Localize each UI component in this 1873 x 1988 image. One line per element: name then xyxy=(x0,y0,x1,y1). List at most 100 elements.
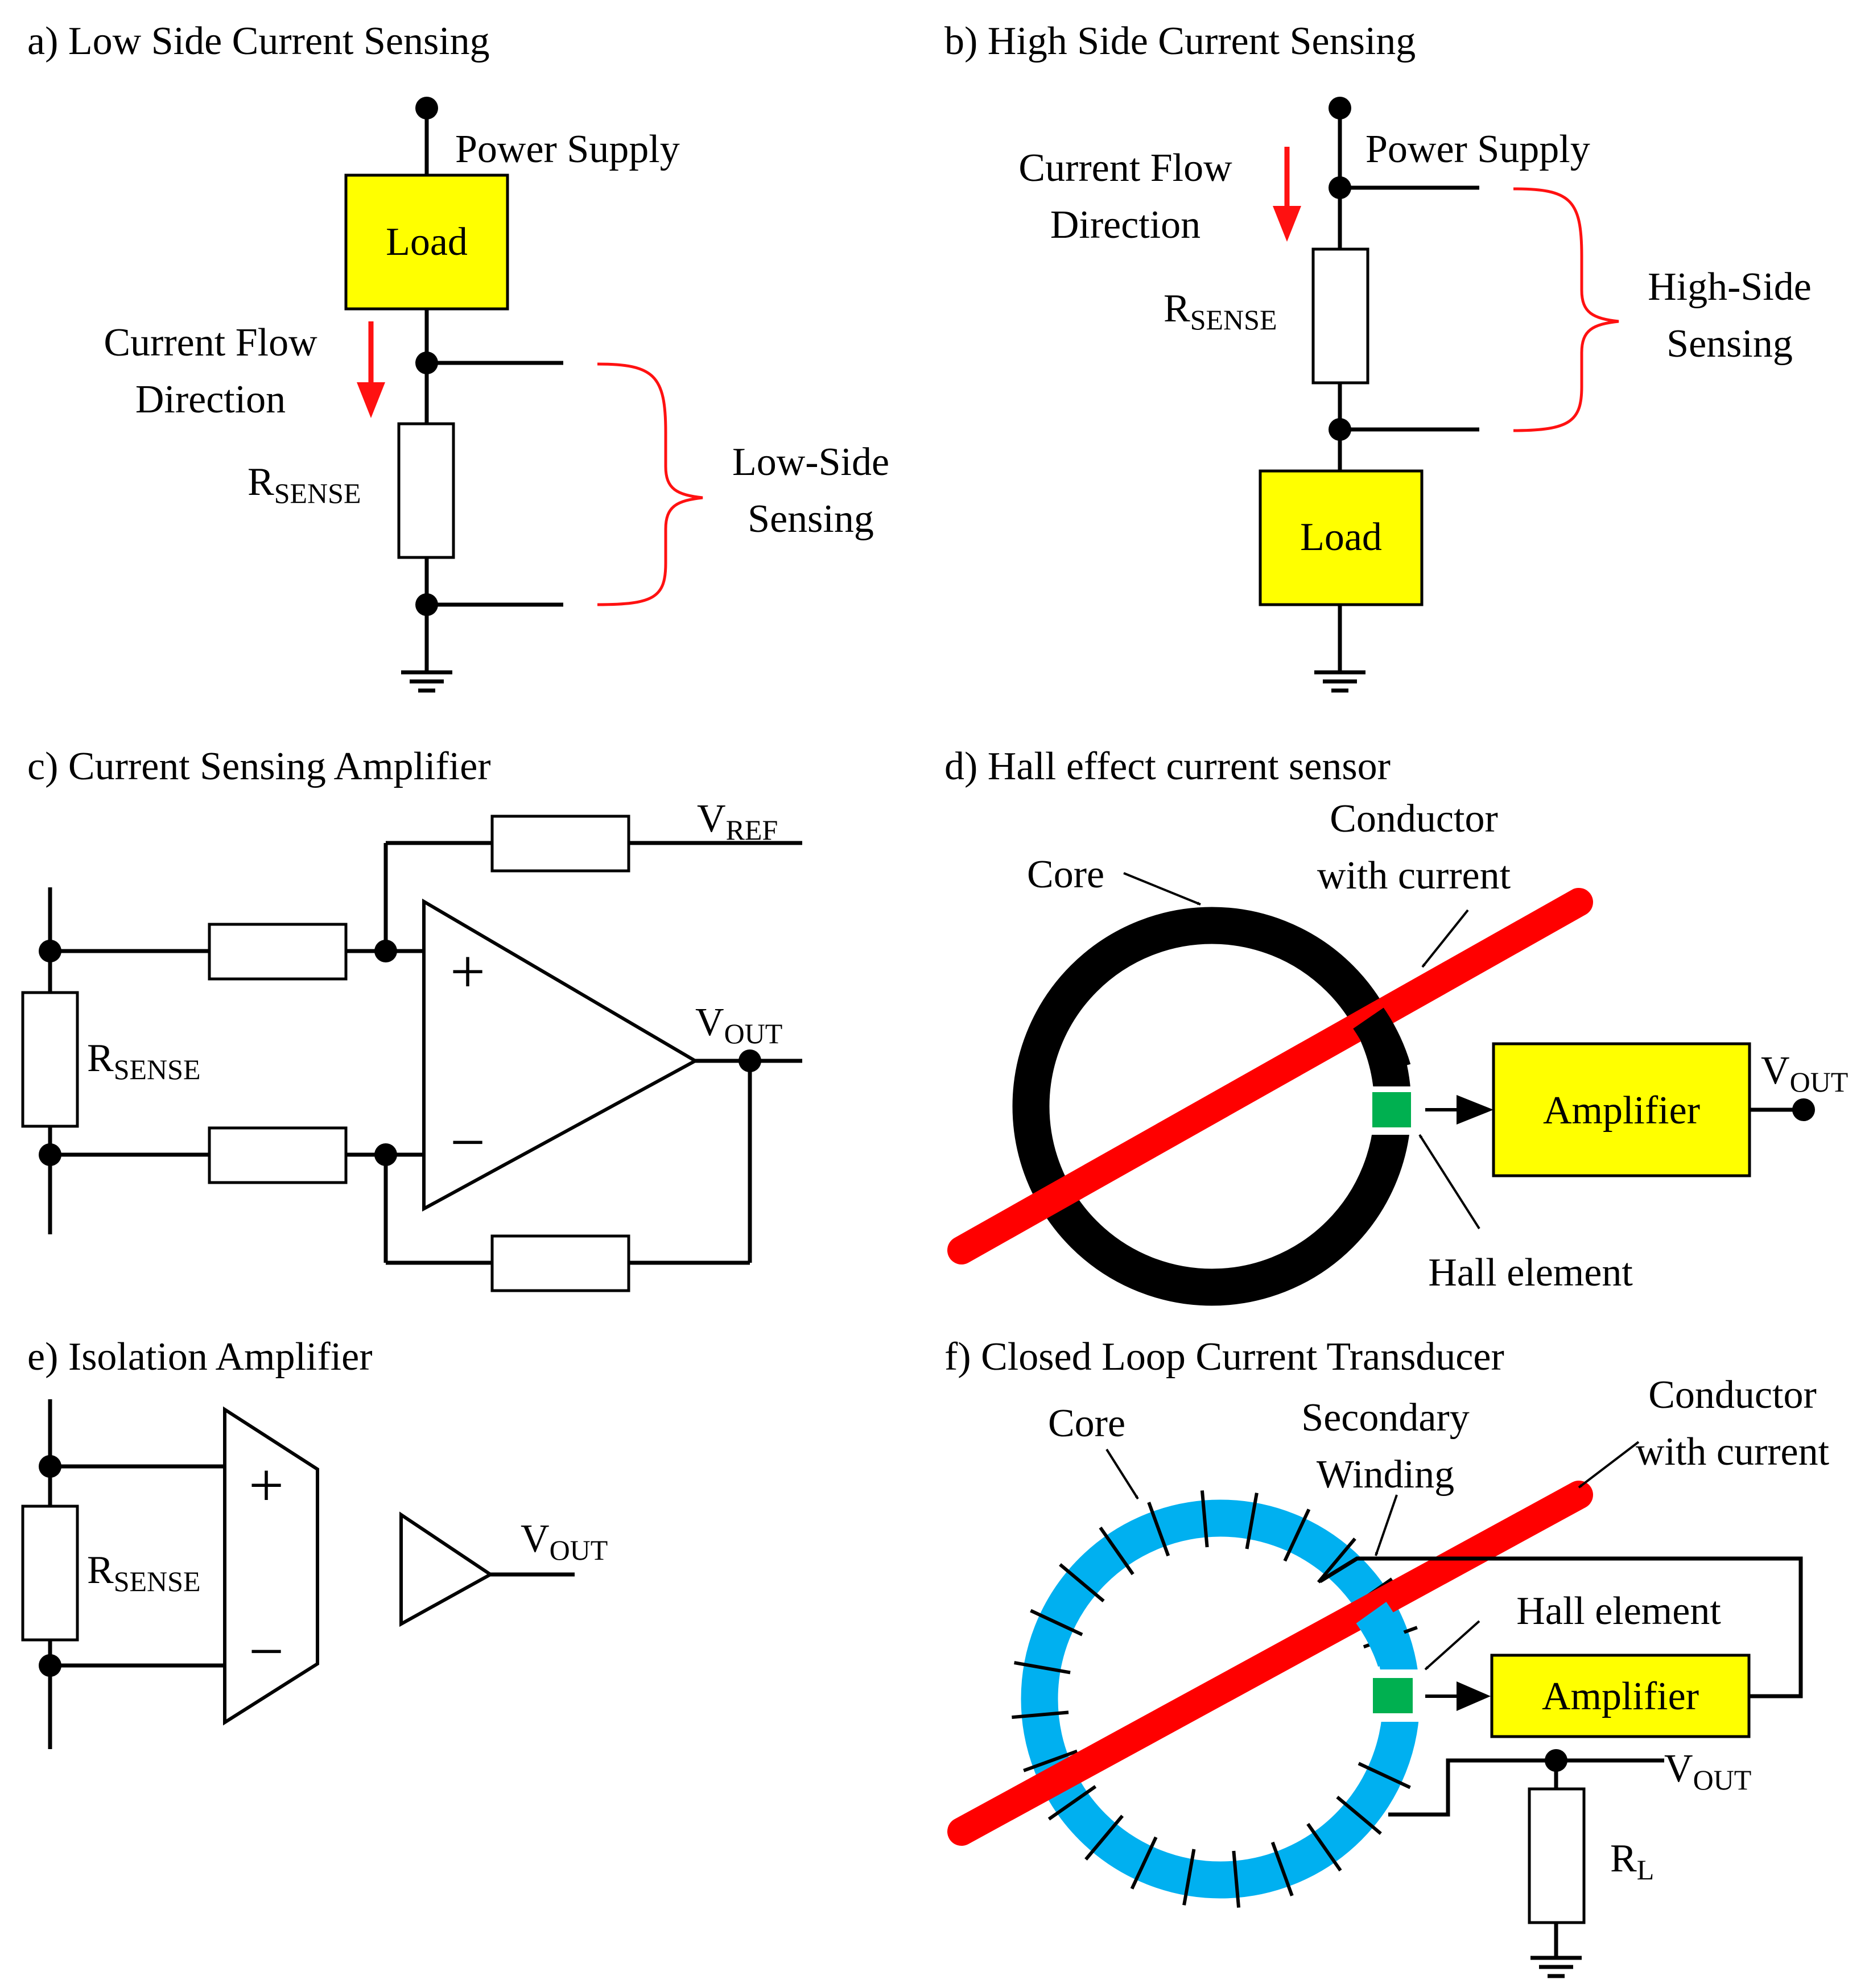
winding-turn xyxy=(1130,1836,1158,1890)
amplifier-label: Amplifier xyxy=(1543,1089,1700,1133)
core-front-arc xyxy=(1352,1007,1411,1075)
hall-element xyxy=(1372,1092,1411,1127)
minus-sign: − xyxy=(450,1107,485,1177)
winding-turn xyxy=(1232,1850,1241,1908)
rsense-label: RSENSE xyxy=(247,460,361,509)
core-label: Core xyxy=(1048,1402,1125,1445)
input-resistor-bottom xyxy=(208,1126,348,1184)
winding-turn xyxy=(1047,1785,1097,1821)
winding-turn xyxy=(1270,1841,1294,1896)
power-supply-label: Power Supply xyxy=(1365,127,1590,171)
current-direction-label: Direction xyxy=(135,378,286,421)
winding-turn xyxy=(1358,1762,1411,1789)
conductor-bar xyxy=(947,888,1593,1264)
load-label: Load xyxy=(386,220,468,264)
vout-label: VOUT xyxy=(521,1517,608,1566)
hall-element-label: Hall element xyxy=(1516,1589,1721,1633)
amplifier-box xyxy=(1492,1042,1751,1177)
ground-icon xyxy=(401,670,452,693)
conductor-label-2: with current xyxy=(1317,854,1511,898)
panel-a-title: a) Low Side Current Sensing xyxy=(27,19,490,63)
plus-sign: + xyxy=(249,1450,284,1520)
core-label: Core xyxy=(1027,853,1104,896)
output-buffer xyxy=(399,1511,494,1627)
load-box xyxy=(1259,469,1424,606)
current-direction-label: Direction xyxy=(1050,203,1200,247)
panel-b-title: b) High Side Current Sensing xyxy=(944,19,1416,63)
hall-element xyxy=(1373,1678,1413,1713)
winding-turn xyxy=(1059,1563,1105,1603)
winding-turn xyxy=(1283,1508,1311,1562)
vref-label: VREF xyxy=(697,797,778,846)
brace-icon xyxy=(597,362,703,606)
winding-turn xyxy=(1084,1815,1124,1861)
hall-pointer-icon xyxy=(1424,1620,1480,1671)
input-resistor-top xyxy=(208,923,348,981)
panel-e-title: e) Isolation Amplifier xyxy=(27,1335,373,1379)
vout-label: VOUT xyxy=(1761,1049,1848,1098)
winding-turn xyxy=(1182,1849,1196,1906)
core-pointer-icon xyxy=(1123,872,1201,906)
low-side-label: Low-Side xyxy=(732,440,889,484)
output-wire xyxy=(1388,1758,1664,1817)
output-node xyxy=(1792,1098,1815,1121)
load-label: Load xyxy=(1300,515,1382,559)
panel-e: e) Isolation Amplifier RSENSE + − VOUT xyxy=(21,1335,608,1749)
feedback-wire xyxy=(1319,1556,1803,1698)
panel-f-title: f) Closed Loop Current Transducer xyxy=(944,1335,1504,1379)
sensing-label: Sensing xyxy=(1666,322,1793,366)
conductor-label-2: with current xyxy=(1636,1430,1830,1474)
ground-icon xyxy=(1530,1956,1582,1978)
conductor-bar xyxy=(947,1481,1593,1846)
winding-turn xyxy=(1336,1795,1382,1835)
vout-label: VOUT xyxy=(695,1001,782,1049)
isolation-block xyxy=(223,1406,319,1726)
supply-node xyxy=(415,97,438,119)
signal-arrow-icon xyxy=(1457,1681,1491,1711)
amplifier-box xyxy=(1490,1654,1751,1738)
minus-sign: − xyxy=(249,1617,284,1686)
power-supply-label: Power Supply xyxy=(455,127,680,171)
current-flow-label: Current Flow xyxy=(104,321,317,365)
rsense-resistor xyxy=(1311,247,1369,385)
rsense-resistor xyxy=(21,991,79,1128)
secondary-label: Secondary xyxy=(1301,1396,1469,1440)
conductor-label-1: Conductor xyxy=(1648,1373,1817,1417)
winding-turn xyxy=(1023,1749,1078,1772)
rsense-label: RSENSE xyxy=(1164,287,1277,336)
rsense-label: RSENSE xyxy=(87,1036,201,1085)
conductor-label-1: Conductor xyxy=(1330,797,1498,841)
signal-arrow-icon xyxy=(1457,1095,1494,1125)
amplifier-label: Amplifier xyxy=(1542,1675,1699,1718)
winding-turn xyxy=(1099,1526,1134,1576)
hall-pointer-icon xyxy=(1418,1134,1480,1230)
winding-turn xyxy=(1317,1538,1356,1584)
panel-a: a) Low Side Current Sensing Power Supply… xyxy=(27,19,889,693)
rsense-resistor xyxy=(21,1505,79,1642)
current-arrow-icon xyxy=(1273,147,1301,242)
current-flow-label: Current Flow xyxy=(1018,146,1232,190)
winding-turn xyxy=(1030,1609,1083,1636)
supply-node xyxy=(1329,97,1351,119)
winding-turn xyxy=(1147,1502,1170,1557)
panel-d: d) Hall effect current sensor Amplifier … xyxy=(944,745,1848,1306)
panel-b: b) High Side Current Sensing Power Suppl… xyxy=(944,19,1812,693)
feedback-resistor xyxy=(490,1234,630,1292)
panel-c-title: c) Current Sensing Amplifier xyxy=(27,745,491,788)
conductor-pointer-icon xyxy=(1421,909,1469,968)
brace-icon xyxy=(1513,187,1619,432)
winding-turn xyxy=(1306,1822,1342,1872)
rl-resistor xyxy=(1528,1787,1586,1924)
rl-label: RL xyxy=(1610,1837,1654,1886)
high-side-label: High-Side xyxy=(1648,265,1812,309)
panel-c: c) Current Sensing Amplifier RSENSE VREF… xyxy=(21,745,802,1292)
winding-turn xyxy=(1012,1710,1069,1720)
winding-pointer-icon xyxy=(1375,1494,1398,1556)
conductor-pointer-icon xyxy=(1578,1441,1640,1489)
output-node xyxy=(739,1049,761,1072)
ground-icon xyxy=(1314,670,1365,693)
sensing-label: Sensing xyxy=(748,497,874,541)
opamp-triangle xyxy=(422,898,699,1212)
reference-resistor xyxy=(490,815,630,873)
